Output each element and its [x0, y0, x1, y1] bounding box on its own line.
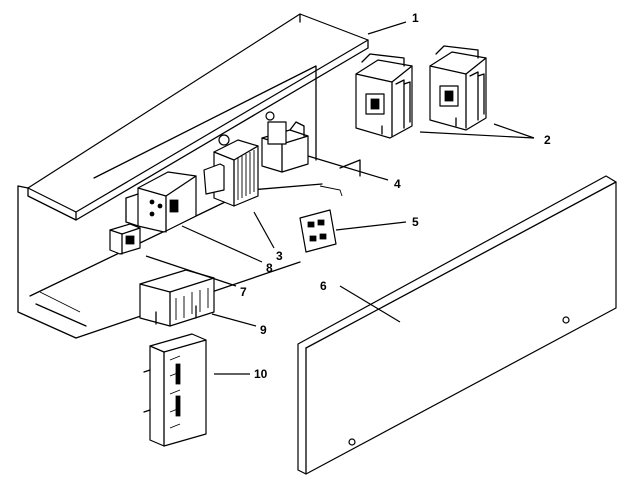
- leader-2a: [419, 131, 535, 139]
- leader-8: [181, 225, 263, 263]
- callout-7: 7: [240, 285, 247, 299]
- leader-6: [339, 285, 401, 323]
- front-cover-panel: [297, 175, 617, 475]
- callout-1: 1: [412, 11, 419, 25]
- callout-10: 10: [254, 367, 268, 381]
- terminal-strip: [139, 269, 215, 327]
- leader-7: [145, 255, 237, 287]
- leader-3: [253, 211, 275, 249]
- leader-9: [211, 313, 257, 327]
- callout-2: 2: [544, 133, 551, 147]
- leader-4: [307, 155, 389, 181]
- contactor-right: [429, 45, 487, 131]
- callout-4: 4: [394, 177, 401, 191]
- terminal-block-small: [109, 223, 141, 255]
- callout-9: 9: [260, 323, 267, 337]
- leader-2b: [493, 123, 535, 139]
- callout-6: 6: [320, 279, 327, 293]
- leader-1: [367, 21, 407, 35]
- callout-labels: 1 2 3 4 5 6 7 8 9 10: [240, 11, 551, 381]
- callout-8: 8: [266, 261, 273, 275]
- contactor-left: [355, 53, 413, 139]
- leader-5: [335, 221, 407, 231]
- callout-3: 3: [276, 249, 283, 263]
- control-module: [125, 171, 197, 233]
- callout-5: 5: [412, 215, 419, 229]
- leader-lines: [145, 21, 535, 375]
- terminal-block-large: [143, 333, 207, 447]
- relay: [261, 111, 309, 173]
- circuit-board: [299, 209, 337, 253]
- transformer: [203, 134, 259, 207]
